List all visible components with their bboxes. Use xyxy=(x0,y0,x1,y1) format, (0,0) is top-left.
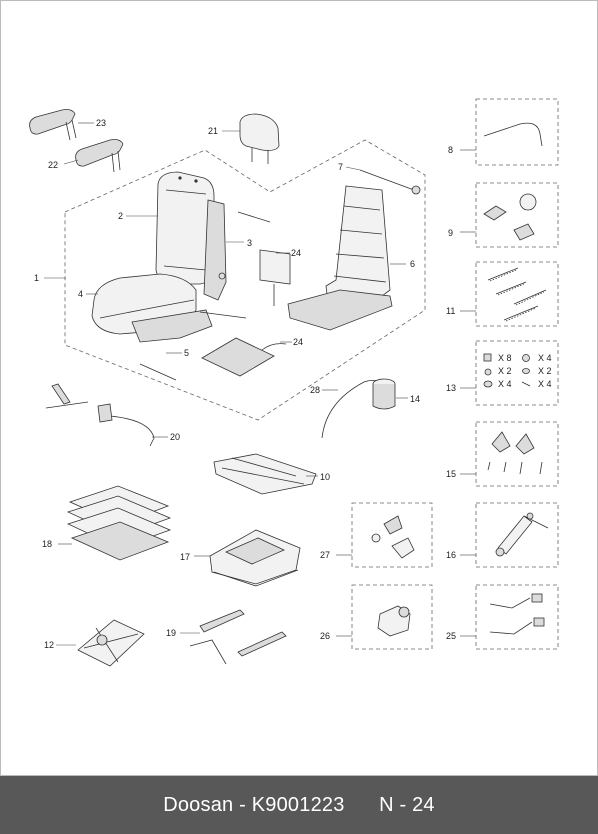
footer-separator: - xyxy=(233,793,252,816)
qty-13-e: X 4 xyxy=(498,379,512,389)
kit-15-box xyxy=(475,421,559,487)
qty-13-d: X 2 xyxy=(538,366,552,376)
callout-25: 25 xyxy=(446,631,456,641)
back-cover-part xyxy=(203,199,271,301)
hinge-rod-part xyxy=(359,169,421,195)
adjustment-knob-part xyxy=(372,378,396,410)
rail-set-part xyxy=(189,609,287,665)
callout-4: 4 xyxy=(78,289,83,299)
callout-17: 17 xyxy=(180,552,190,562)
headrest-part xyxy=(239,113,280,164)
callout-6: 6 xyxy=(410,259,415,269)
callout-24-upper: 24 xyxy=(291,248,301,258)
seat-belt-part xyxy=(45,383,155,447)
wiring-harness-part xyxy=(489,593,545,635)
switch-kit-part xyxy=(371,515,415,559)
qty-13-b: X 4 xyxy=(538,353,552,363)
callout-23: 23 xyxy=(96,118,106,128)
shock-absorber-part xyxy=(495,512,549,557)
cable-8-part xyxy=(483,122,543,147)
callout-18: 18 xyxy=(42,539,52,549)
callout-20: 20 xyxy=(170,432,180,442)
callout-21: 21 xyxy=(208,126,218,136)
footer-gap xyxy=(345,794,380,817)
callout-14: 14 xyxy=(410,394,420,404)
callout-13: 13 xyxy=(446,383,456,393)
callout-19: 19 xyxy=(166,628,176,638)
heating-pad-upper-part xyxy=(259,249,291,306)
callout-10: 10 xyxy=(320,472,330,482)
kit-11-box xyxy=(475,261,559,327)
kit-16-box xyxy=(475,502,559,568)
qty-13-a: X 8 xyxy=(498,353,512,363)
callout-15: 15 xyxy=(446,469,456,479)
bumper-kit-part xyxy=(483,193,537,241)
callout-2: 2 xyxy=(118,211,123,221)
heating-pad-lower-part xyxy=(201,337,287,377)
bellows-part xyxy=(66,485,172,561)
suspension-part xyxy=(209,529,301,587)
hardware-kit-part xyxy=(483,353,531,388)
slide-rail-part xyxy=(213,453,317,495)
kit-9-box xyxy=(475,182,559,248)
callout-8: 8 xyxy=(448,145,453,155)
seat-exploded-diagram: 23 22 21 2 3 4 5 xyxy=(0,0,598,776)
callout-27: 27 xyxy=(320,550,330,560)
kit-25-box xyxy=(475,584,559,650)
callout-3: 3 xyxy=(247,238,252,248)
footer-bar: Doosan - K9001223 N - 24 xyxy=(0,776,598,834)
seat-assembly-outline xyxy=(64,139,426,421)
callout-16: 16 xyxy=(446,550,456,560)
callout-1: 1 xyxy=(34,273,39,283)
footer-part-number: K9001223 xyxy=(251,793,345,816)
callout-7: 7 xyxy=(338,162,343,172)
callout-11: 11 xyxy=(446,306,455,316)
armrest-right-part xyxy=(29,109,77,141)
cushion-base-part xyxy=(131,309,247,381)
spring-kit-part xyxy=(487,267,547,322)
qty-13-f: X 4 xyxy=(538,379,552,389)
scissor-base-part xyxy=(77,619,145,667)
callout-22: 22 xyxy=(48,160,58,170)
footer-brand: Doosan xyxy=(163,793,234,816)
callout-9: 9 xyxy=(448,228,453,238)
callout-28: 28 xyxy=(310,385,320,395)
bracket-kit-part xyxy=(487,431,543,475)
kit-27-box xyxy=(351,502,433,568)
kit-26-box xyxy=(351,584,433,650)
kit-13-box xyxy=(475,340,559,406)
callout-24-lower: 24 xyxy=(293,337,303,347)
callout-5: 5 xyxy=(184,348,189,358)
seat-frame-part xyxy=(287,185,393,331)
qty-13-c: X 2 xyxy=(498,366,512,376)
callout-12: 12 xyxy=(44,640,54,650)
kit-8-box xyxy=(475,98,559,166)
compressor-part xyxy=(377,605,411,637)
callout-26: 26 xyxy=(320,631,330,641)
footer-page: N - 24 xyxy=(379,793,435,816)
armrest-left-part xyxy=(75,139,124,173)
